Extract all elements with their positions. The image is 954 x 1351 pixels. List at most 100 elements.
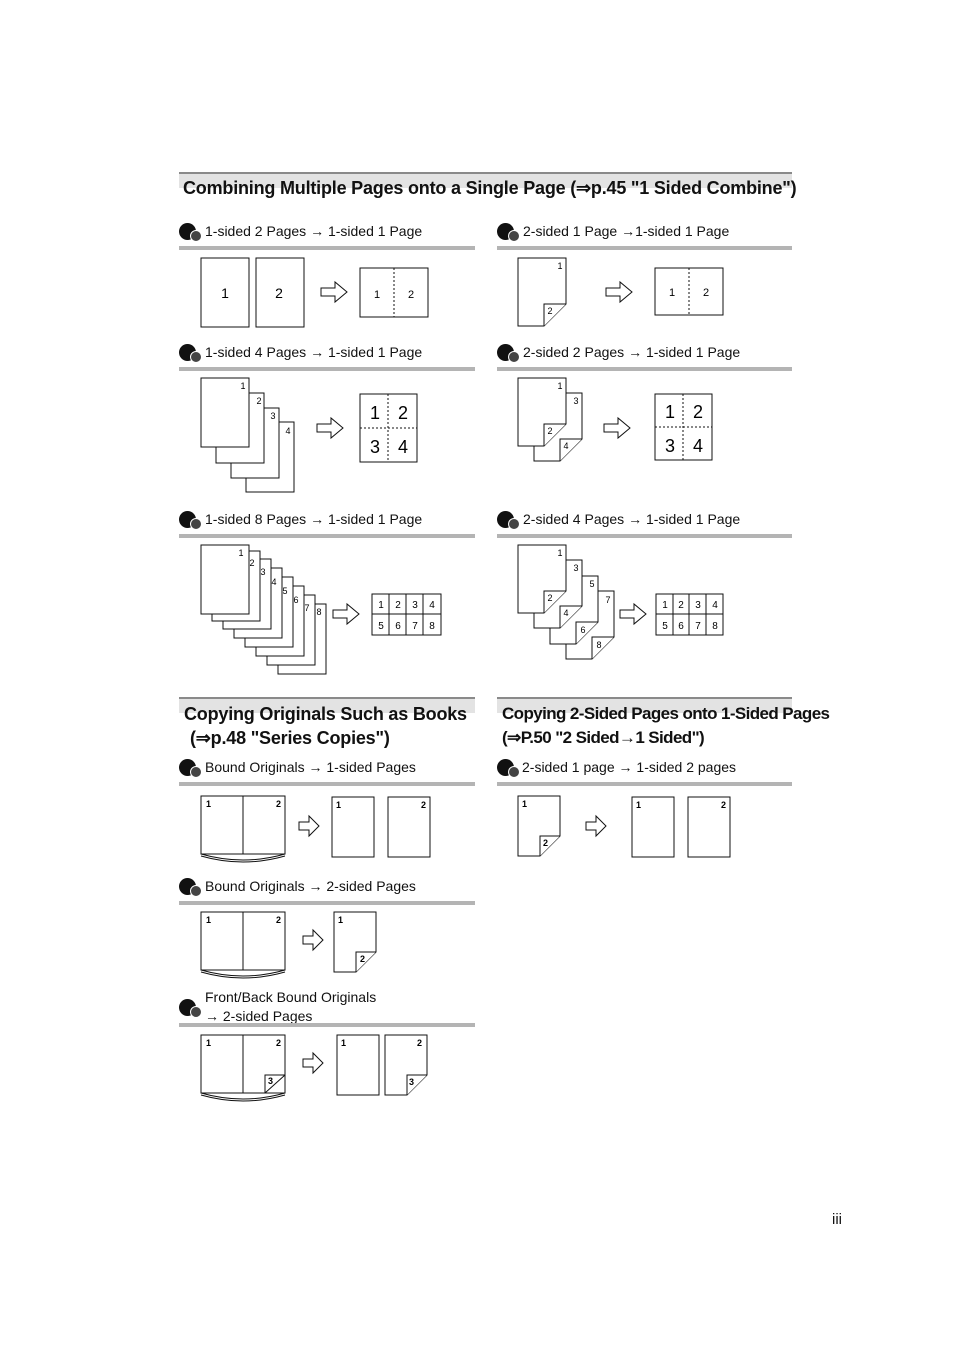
svg-text:6: 6 — [580, 625, 585, 635]
svg-text:1: 1 — [206, 1038, 211, 1048]
series-bound-2s-diagram: 1 2 1 2 — [200, 911, 377, 979]
combine-item-label: 2-sided 4 Pages → 1-sided 1 Page — [523, 511, 741, 527]
svg-text:4: 4 — [563, 608, 568, 618]
bullet-icon — [179, 877, 202, 897]
svg-text:4: 4 — [693, 436, 703, 456]
item-rule — [497, 246, 792, 250]
svg-text:8: 8 — [429, 621, 435, 632]
series-item-label: Bound Originals → 1-sided Pages — [205, 759, 416, 775]
svg-text:7: 7 — [412, 621, 418, 632]
svg-text:6: 6 — [395, 621, 401, 632]
combine-2s4-diagram: 1 2 3 4 5 6 7 8 1 2 3 4 5 6 7 8 — [517, 544, 724, 660]
combine-1s8-diagram: 1 2 3 4 5 6 7 8 1 2 3 4 5 6 7 8 — [200, 544, 442, 675]
item-rule — [179, 1023, 475, 1027]
series-item-label-line2: → 2-sided Pages — [205, 1008, 313, 1024]
svg-text:5: 5 — [589, 579, 594, 589]
series-title-line2: (⇒p.48 "Series Copies") — [190, 728, 390, 748]
combine-title: Combining Multiple Pages onto a Single P… — [183, 178, 797, 198]
svg-text:2: 2 — [721, 800, 726, 810]
svg-text:3: 3 — [268, 1076, 273, 1086]
item-rule — [179, 534, 475, 538]
item-rule — [497, 534, 792, 538]
svg-text:1: 1 — [206, 799, 211, 809]
bullet-icon — [179, 758, 202, 778]
svg-text:5: 5 — [282, 586, 287, 596]
svg-text:4: 4 — [563, 441, 568, 451]
svg-text:2: 2 — [417, 1038, 422, 1048]
twosided-title-line2: (⇒P.50 "2 Sided→1 Sided") — [502, 728, 705, 747]
svg-text:2: 2 — [693, 402, 703, 422]
svg-text:1: 1 — [669, 287, 675, 299]
svg-text:3: 3 — [573, 396, 578, 406]
svg-text:2: 2 — [276, 1038, 281, 1048]
svg-text:8: 8 — [316, 607, 321, 617]
svg-text:4: 4 — [398, 437, 408, 457]
svg-text:3: 3 — [409, 1077, 414, 1087]
svg-text:1: 1 — [378, 600, 384, 611]
svg-text:2: 2 — [547, 426, 552, 436]
svg-text:2: 2 — [421, 800, 426, 810]
bullet-icon — [179, 510, 202, 530]
combine-1s2-diagram: 1 2 1 2 — [200, 257, 429, 328]
series-frontback-diagram: 1 2 3 1 2 3 — [200, 1034, 428, 1102]
svg-text:6: 6 — [678, 621, 684, 632]
svg-text:2: 2 — [360, 954, 365, 964]
svg-text:7: 7 — [695, 621, 701, 632]
svg-text:6: 6 — [293, 595, 298, 605]
svg-text:2: 2 — [249, 558, 254, 568]
svg-text:1: 1 — [240, 381, 245, 391]
svg-text:3: 3 — [370, 437, 380, 457]
svg-text:2: 2 — [398, 403, 408, 423]
item-rule — [179, 367, 475, 371]
svg-text:1: 1 — [341, 1038, 346, 1048]
svg-text:4: 4 — [712, 600, 718, 611]
page-number: iii — [832, 1211, 842, 1228]
svg-text:3: 3 — [260, 567, 265, 577]
svg-text:2: 2 — [678, 600, 684, 611]
svg-text:2: 2 — [256, 396, 261, 406]
svg-text:1: 1 — [557, 548, 562, 558]
svg-text:2: 2 — [547, 593, 552, 603]
bullet-icon — [497, 222, 520, 242]
svg-text:3: 3 — [412, 600, 418, 611]
series-title-bar — [179, 697, 475, 713]
svg-text:3: 3 — [270, 411, 275, 421]
svg-text:3: 3 — [573, 563, 578, 573]
svg-text:8: 8 — [712, 621, 718, 632]
bullet-icon — [179, 343, 202, 363]
svg-text:1: 1 — [374, 289, 380, 301]
item-rule — [179, 246, 475, 250]
svg-text:1: 1 — [221, 285, 229, 301]
svg-text:1: 1 — [338, 915, 343, 925]
svg-text:5: 5 — [662, 621, 668, 632]
combine-item-label: 1-sided 2 Pages → 1-sided 1 Page — [205, 223, 423, 239]
svg-text:5: 5 — [378, 621, 384, 632]
svg-text:1: 1 — [206, 915, 211, 925]
item-rule — [179, 901, 475, 905]
twosided-title-bar — [497, 697, 792, 713]
svg-text:2: 2 — [547, 306, 552, 316]
svg-text:1: 1 — [557, 381, 562, 391]
svg-text:1: 1 — [557, 261, 562, 271]
svg-text:1: 1 — [522, 799, 527, 809]
svg-text:1: 1 — [238, 548, 243, 558]
combine-item-label: 1-sided 8 Pages → 1-sided 1 Page — [205, 511, 423, 527]
bullet-icon — [179, 998, 202, 1018]
svg-text:3: 3 — [665, 436, 675, 456]
item-rule — [497, 782, 792, 786]
svg-text:1: 1 — [665, 402, 675, 422]
series-item-label-line1: Front/Back Bound Originals — [205, 989, 377, 1005]
twosided-diagram: 1 2 1 2 — [517, 795, 731, 858]
svg-text:8: 8 — [596, 640, 601, 650]
svg-text:2: 2 — [408, 289, 414, 301]
item-rule — [179, 782, 475, 786]
svg-text:2: 2 — [275, 285, 283, 301]
svg-text:2: 2 — [703, 287, 709, 299]
svg-text:2: 2 — [276, 799, 281, 809]
series-bound-1s-diagram: 1 2 1 2 — [200, 795, 431, 863]
svg-text:2: 2 — [276, 915, 281, 925]
svg-text:3: 3 — [695, 600, 701, 611]
svg-text:1: 1 — [370, 403, 380, 423]
item-rule — [497, 367, 792, 371]
series-title-line1: Copying Originals Such as Books — [184, 704, 467, 724]
